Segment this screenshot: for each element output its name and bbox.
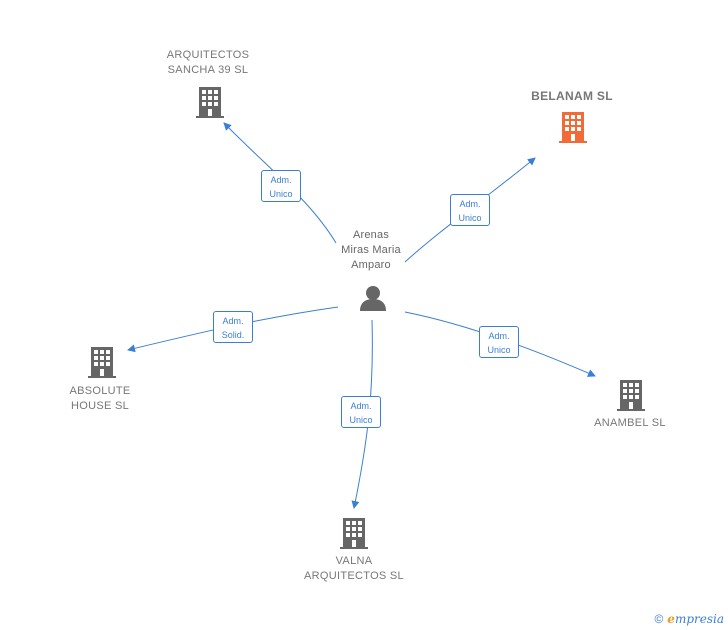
relation-badge[interactable]: Adm. Solid. [213,311,253,343]
relation-role-line: Unico [458,213,482,223]
company-label-absolute-house[interactable]: ABSOLUTE HOUSE SL [40,384,160,414]
person-icon[interactable] [360,286,386,311]
person-name[interactable]: Arenas Miras Maria Amparo [326,228,416,273]
relation-badge[interactable]: Adm. Unico [450,194,490,226]
building-icon[interactable] [617,380,645,411]
building-icon[interactable] [340,518,368,549]
brand-initial: e [667,612,675,626]
brand-logo: empresia [667,612,724,626]
footer-brand: ©empresia [654,612,724,626]
building-icon[interactable] [196,87,224,118]
relation-role-line: Unico [269,189,293,199]
company-name-line: BELANAM SL [531,89,613,103]
person-name-line: Miras Maria [341,244,401,256]
company-name-line: ARQUITECTOS SL [304,570,404,582]
relation-role-line: Adm. [459,199,481,209]
relation-role-line: Adm. [222,316,244,326]
brand-name: mpresia [674,612,724,626]
company-label-arquitectos-sancha[interactable]: ARQUITECTOS SANCHA 39 SL [148,48,268,78]
person-name-line: Arenas [352,229,390,241]
relation-badge[interactable]: Adm. Unico [261,170,301,202]
relation-role-line: Unico [349,415,373,425]
company-name-line: SANCHA 39 SL [167,64,249,76]
copyright-icon: © [654,612,664,626]
person-name-line: Amparo [351,259,391,271]
company-label-belanam[interactable]: BELANAM SL [512,89,632,104]
company-name-line: VALNA [335,555,373,567]
relation-badge[interactable]: Adm. Unico [341,396,381,428]
building-icon[interactable] [559,112,587,143]
company-name-line: ANAMBEL SL [594,417,666,429]
relation-role-line: Adm. [350,401,372,411]
company-label-anambel[interactable]: ANAMBEL SL [570,416,690,431]
company-name-line: HOUSE SL [70,400,130,412]
company-label-valna-arquitectos[interactable]: VALNA ARQUITECTOS SL [292,554,416,584]
relation-role-line: Solid. [221,330,245,340]
relation-role-line: Unico [487,345,511,355]
building-icon[interactable] [88,347,116,378]
company-name-line: ARQUITECTOS [166,49,250,61]
relation-role-line: Adm. [270,175,292,185]
relation-badge[interactable]: Adm. Unico [479,326,519,358]
relation-role-line: Adm. [488,331,510,341]
company-name-line: ABSOLUTE [69,385,131,397]
